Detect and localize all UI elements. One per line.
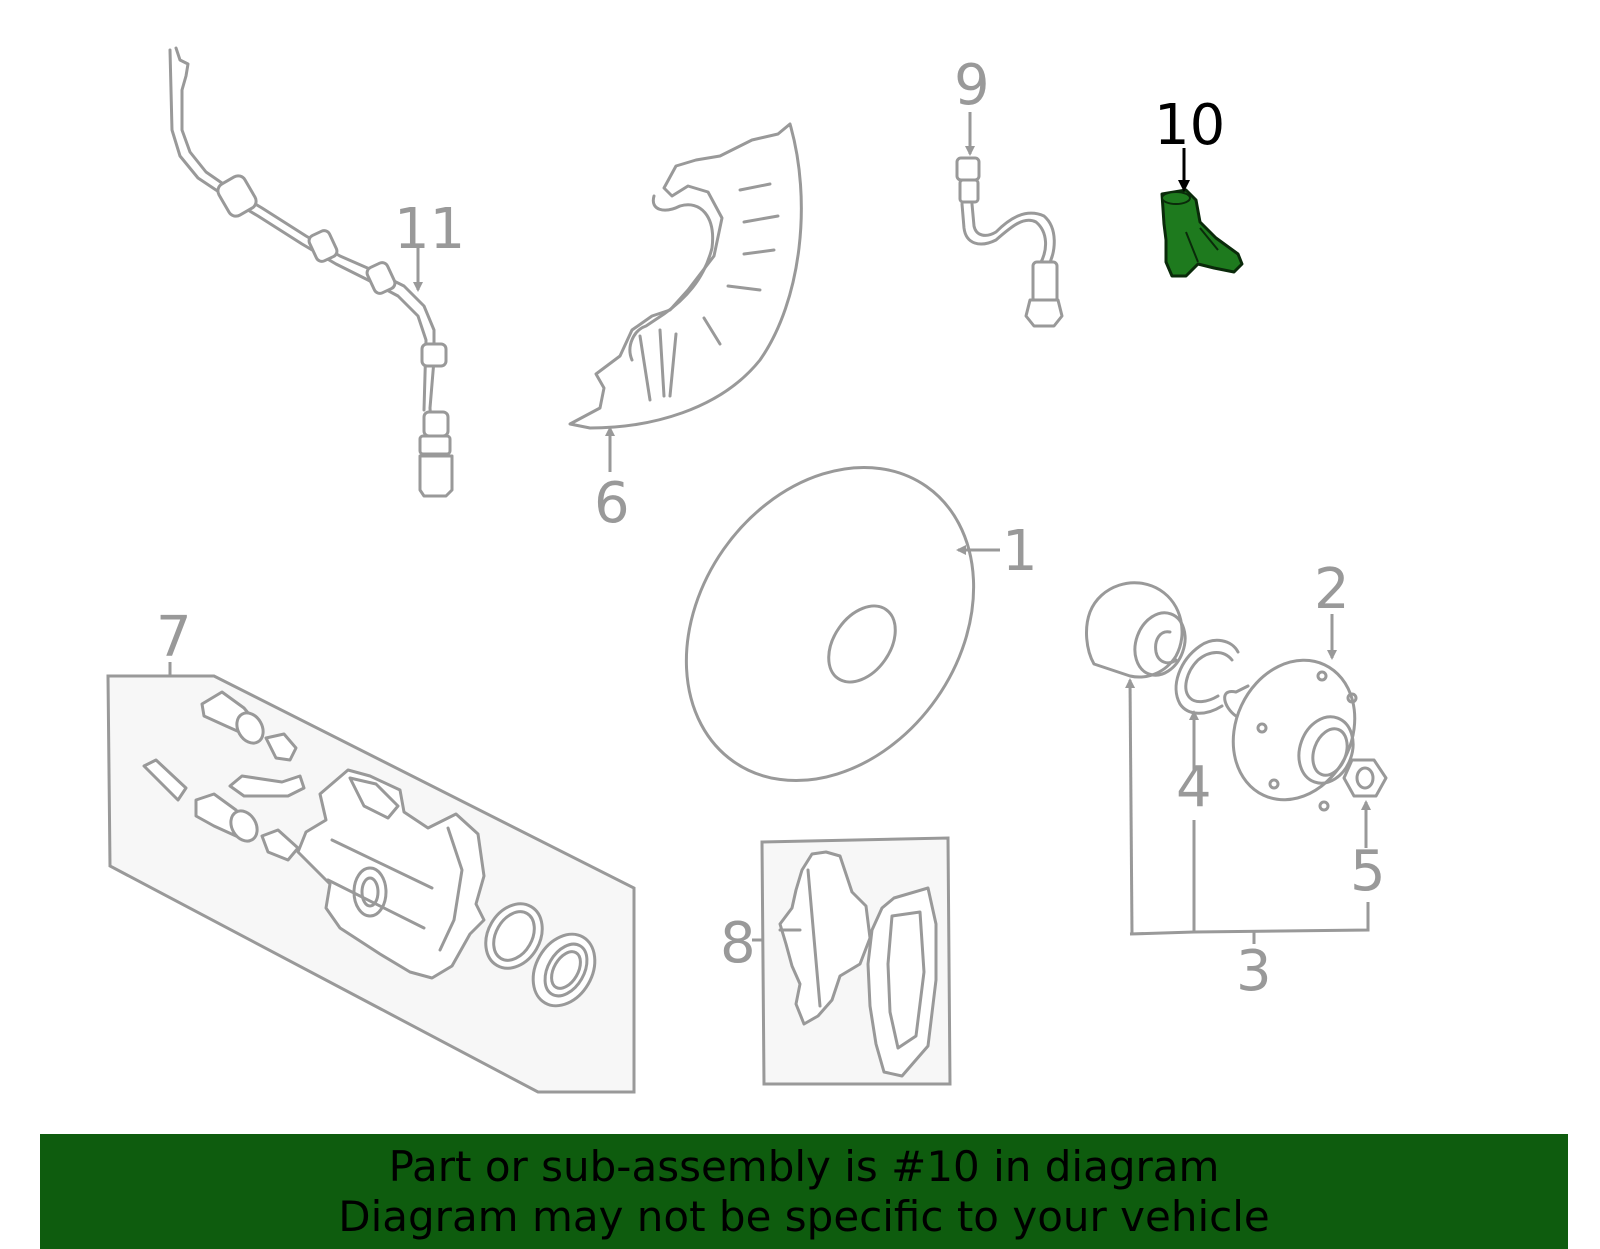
callout-6: 6 — [594, 471, 630, 536]
part-1-brake-rotor[interactable] — [627, 412, 1033, 836]
part-2-wheel-hub[interactable] — [1211, 640, 1377, 820]
part-6-splash-shield[interactable] — [568, 122, 803, 430]
callout-11: 11 — [394, 197, 465, 262]
callout-3: 3 — [1236, 939, 1272, 1004]
part-4-snap-ring[interactable] — [1174, 638, 1240, 715]
callout-10: 10 — [1154, 93, 1225, 158]
callout-8: 8 — [720, 911, 756, 976]
callout-7: 7 — [156, 605, 192, 670]
leader-3a — [1125, 678, 1136, 935]
banner-line-1: Part or sub-assembly is #10 in diagram — [388, 1142, 1220, 1191]
part-10-sensor-highlighted[interactable] — [1160, 188, 1244, 278]
part-3-bearing[interactable] — [1085, 581, 1194, 683]
banner-line-2: Diagram may not be specific to your vehi… — [338, 1192, 1270, 1241]
callout-9: 9 — [954, 53, 990, 118]
part-7-caliper-assembly[interactable] — [106, 674, 636, 1094]
leader-3-bracket — [1129, 902, 1370, 936]
callout-2: 2 — [1314, 557, 1350, 622]
info-banner: Part or sub-assembly is #10 in diagram D… — [40, 1134, 1568, 1249]
part-5-hub-nut[interactable] — [1342, 758, 1388, 798]
callout-1: 1 — [1002, 519, 1038, 584]
callout-5: 5 — [1350, 839, 1386, 904]
part-11-abs-sensor-cable[interactable] — [168, 46, 454, 498]
part-9-brake-hose[interactable] — [955, 156, 1064, 328]
part-8-brake-pads[interactable] — [760, 836, 952, 1086]
callout-4: 4 — [1176, 755, 1212, 820]
